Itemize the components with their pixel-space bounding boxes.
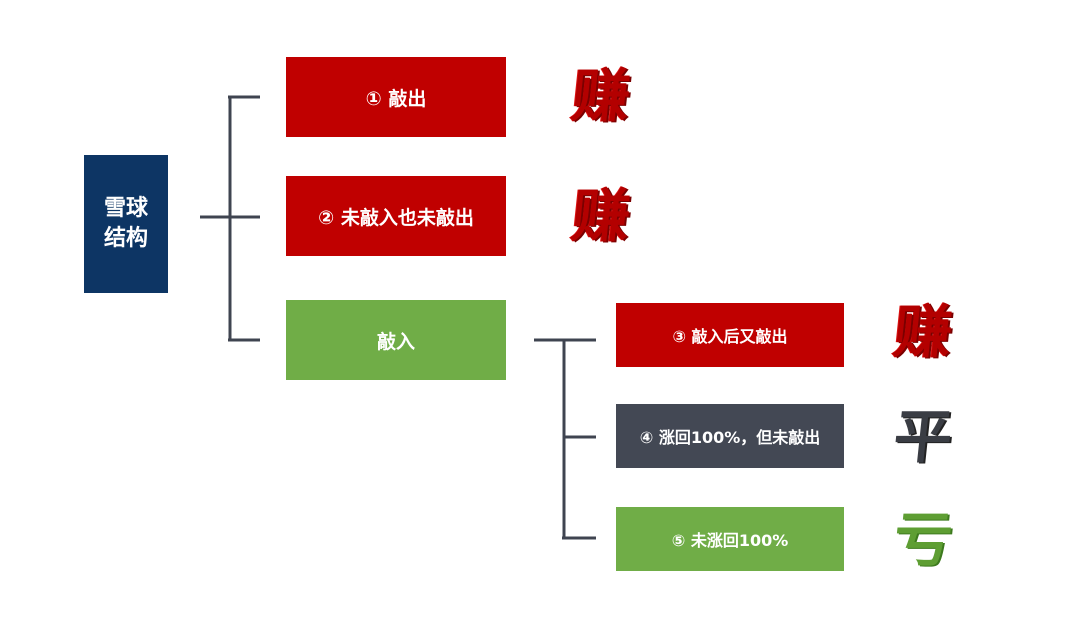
root-node-snowball-structure: 雪球 结构	[84, 155, 168, 293]
result-breakeven: 平	[890, 403, 956, 471]
result-profit-2: 赚	[568, 182, 634, 250]
branch-label: ② 未敲入也未敲出	[318, 206, 474, 229]
branch-no-knock: ② 未敲入也未敲出	[286, 176, 506, 256]
sub-branch-not-recovered: ⑤ 未涨回100%	[616, 507, 844, 571]
result-profit-1: 赚	[568, 62, 634, 130]
result-loss: 亏	[890, 506, 956, 574]
branch-knock-out: ① 敲出	[286, 57, 506, 137]
sub-branch-label: ③ 敲入后又敲出	[672, 327, 788, 346]
sub-branch-knock-in-then-out: ③ 敲入后又敲出	[616, 303, 844, 367]
root-label-line2: 结构	[103, 226, 148, 251]
sub-branch-recovered-no-knockout: ④ 涨回100%，但未敲出	[616, 404, 844, 468]
sub-branch-label: ⑤ 未涨回100%	[671, 531, 789, 550]
branch-knock-in: 敲入	[286, 300, 506, 380]
branch-label: ① 敲出	[365, 87, 427, 110]
sub-branch-label: ④ 涨回100%，但未敲出	[639, 428, 821, 447]
root-label-line1: 雪球	[103, 196, 148, 221]
branch-label: 敲入	[376, 330, 415, 353]
result-profit-3: 赚	[890, 298, 956, 366]
